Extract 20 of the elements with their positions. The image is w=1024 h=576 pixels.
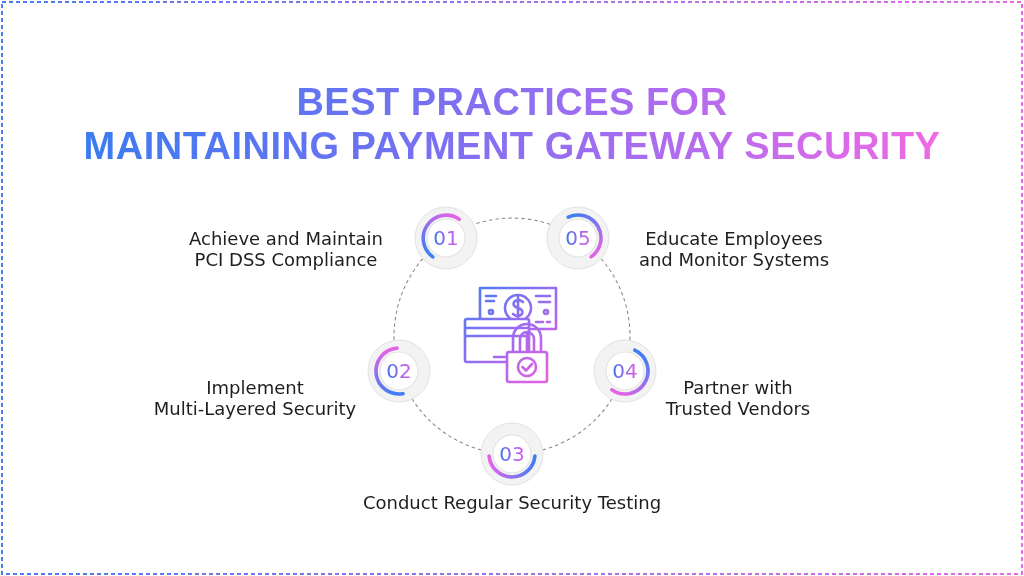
dashed-connector bbox=[473, 217, 551, 225]
step-label: Implement Multi-Layered Security bbox=[153, 377, 357, 419]
step-number: 05 bbox=[565, 226, 591, 251]
number-circle bbox=[414, 206, 478, 271]
number-circle bbox=[367, 338, 432, 403]
step-number: 04 bbox=[612, 358, 638, 383]
step-label: Conduct Regular Security Testing bbox=[362, 492, 662, 513]
number-circle bbox=[592, 338, 657, 403]
dashed-connector bbox=[393, 258, 424, 341]
step-number: 02 bbox=[386, 358, 412, 383]
step-label: Educate Employees and Monitor Systems bbox=[638, 228, 830, 270]
dashed-connector bbox=[600, 258, 631, 341]
number-circle bbox=[546, 206, 610, 271]
dashed-connector bbox=[542, 398, 613, 451]
step-label: Achieve and Maintain PCI DSS Compliance bbox=[189, 228, 383, 270]
step-label: Partner with Trusted Vendors bbox=[665, 377, 811, 419]
dashed-connector bbox=[411, 398, 482, 451]
step-number: 01 bbox=[433, 226, 459, 251]
number-circle bbox=[480, 422, 544, 486]
step-number: 03 bbox=[499, 442, 525, 466]
